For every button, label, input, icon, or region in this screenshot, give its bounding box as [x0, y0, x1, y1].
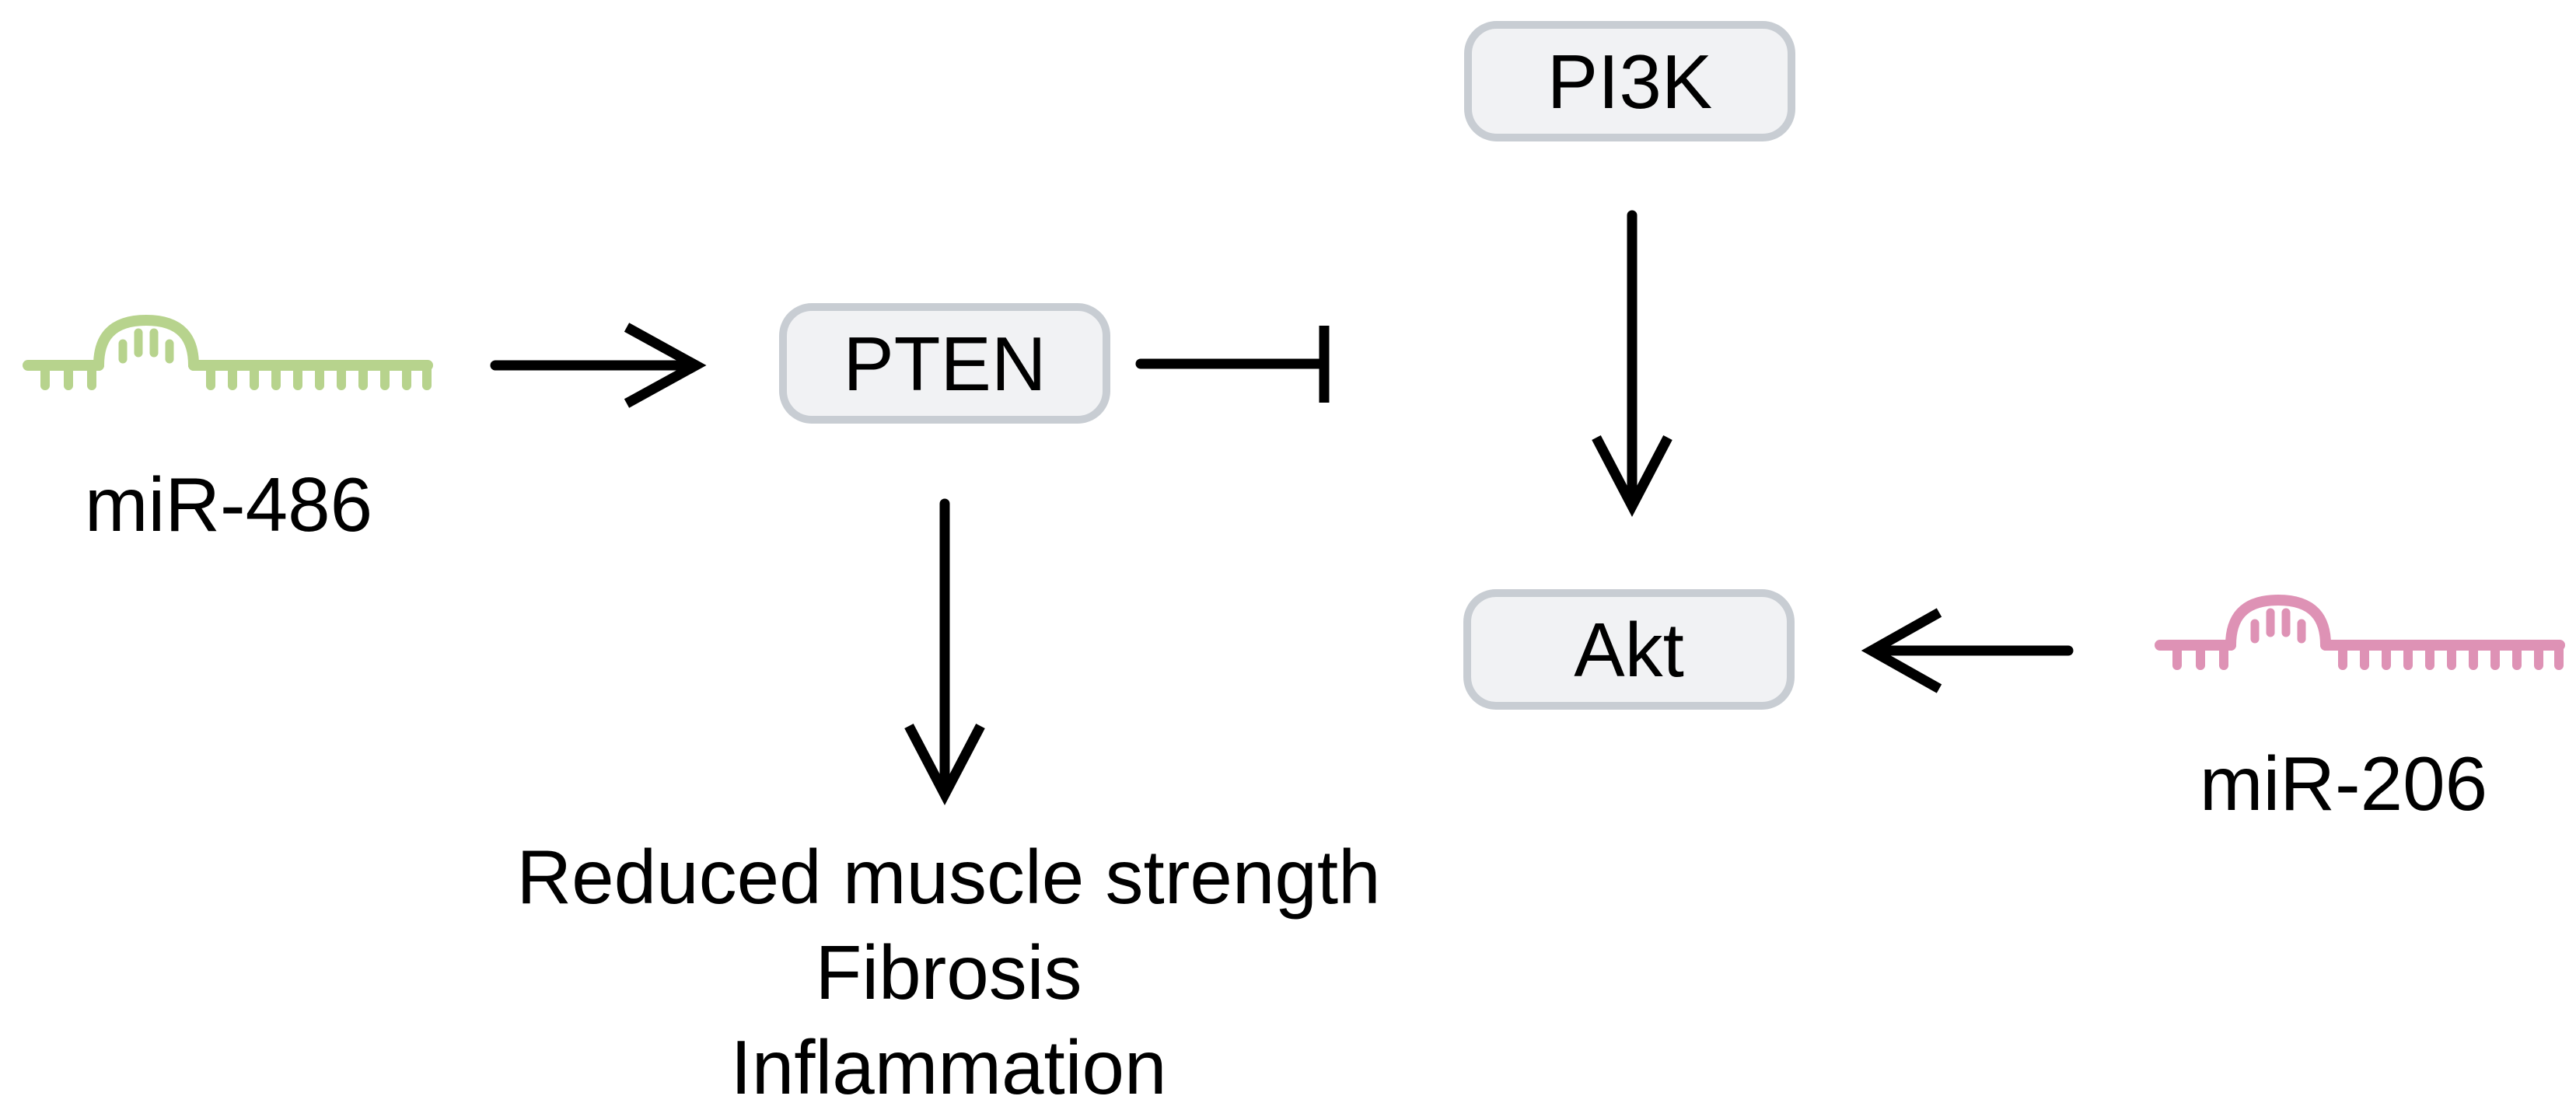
node-pi3k: PI3K: [1464, 21, 1795, 141]
mir-206-label: miR-206: [2199, 741, 2488, 826]
pten-inhibition-bar: [1135, 326, 1330, 403]
outcomes-text: Reduced muscle strength Fibrosis Inflamm…: [404, 829, 1493, 1103]
pten-to-outcomes-arrow: [904, 498, 985, 806]
outcome-line-3: Inflammation: [730, 1024, 1167, 1103]
node-pten-label: PTEN: [843, 320, 1047, 407]
outcome-line-2: Fibrosis: [815, 929, 1082, 1015]
mir-486-label: miR-486: [84, 462, 373, 547]
node-pten: PTEN: [779, 303, 1110, 424]
node-akt: Akt: [1463, 589, 1795, 710]
mir-206-icon: [2155, 594, 2565, 670]
node-akt-label: Akt: [1574, 606, 1684, 693]
mir206-to-akt-arrow: [1861, 608, 2074, 693]
outcome-line-1: Reduced muscle strength: [516, 834, 1381, 920]
mir486-to-pten-arrow: [490, 323, 707, 408]
mir-486-icon: [23, 314, 433, 390]
node-pi3k-label: PI3K: [1547, 38, 1713, 124]
pi3k-to-akt-arrow: [1592, 210, 1672, 518]
